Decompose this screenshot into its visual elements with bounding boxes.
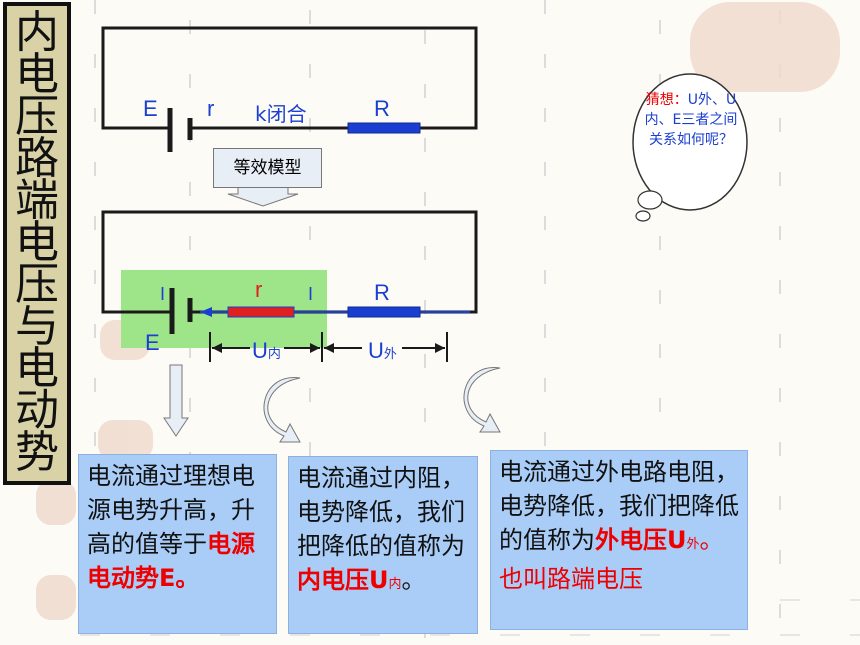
label-r-1: r [207, 96, 215, 121]
current-arrow-icon [200, 307, 212, 317]
label-I-left: I [160, 284, 166, 304]
resistor-R-2 [347, 306, 421, 318]
circuit-1 [101, 26, 478, 152]
thought-bubble [632, 73, 748, 211]
explanation-box-emf: 电流通过理想电源电势升高，升高的值等于电源电动势E。 [78, 454, 277, 634]
label-R-1: R [374, 96, 390, 121]
label-k-closed: k闭合 [255, 102, 307, 126]
arrow-right-icon [310, 343, 320, 353]
thought-text: 猜想：U外、U内、E三者之间关系如何呢？ [644, 92, 738, 148]
label-R-2: R [374, 280, 390, 305]
equivalent-model-label: 等效模型 [213, 148, 322, 188]
vertical-title: 内电压路端电压与电动势 [3, 2, 71, 485]
arrow-right-icon [435, 343, 445, 353]
explanation-box-external: 电流通过外电路电阻，电势降低，我们把降低的值称为外电压U外。也叫路端电压 [490, 450, 748, 630]
label-u-outer: U外 [368, 338, 397, 363]
arrow-left-icon [324, 343, 334, 353]
down-arrow-icon [163, 364, 189, 437]
arrow-left-icon [212, 343, 222, 353]
label-I-right: I [308, 284, 314, 304]
explanation-box-internal: 电流通过内阻，电势降低，我们把降低的值称为内电压U内。 [288, 456, 478, 634]
resistor-R-1 [347, 122, 421, 134]
resistor-r-internal [227, 306, 295, 318]
curved-arrow-icon [263, 377, 301, 443]
label-E-2: E [145, 330, 160, 355]
vertical-title-text: 内电压路端电压与电动势 [15, 7, 59, 478]
label-u-inner: U内 [252, 338, 281, 363]
down-arrow-icon [227, 185, 299, 207]
label-r-2: r [255, 277, 263, 302]
label-E-1: E [143, 96, 158, 121]
curved-arrow-icon [463, 367, 501, 433]
